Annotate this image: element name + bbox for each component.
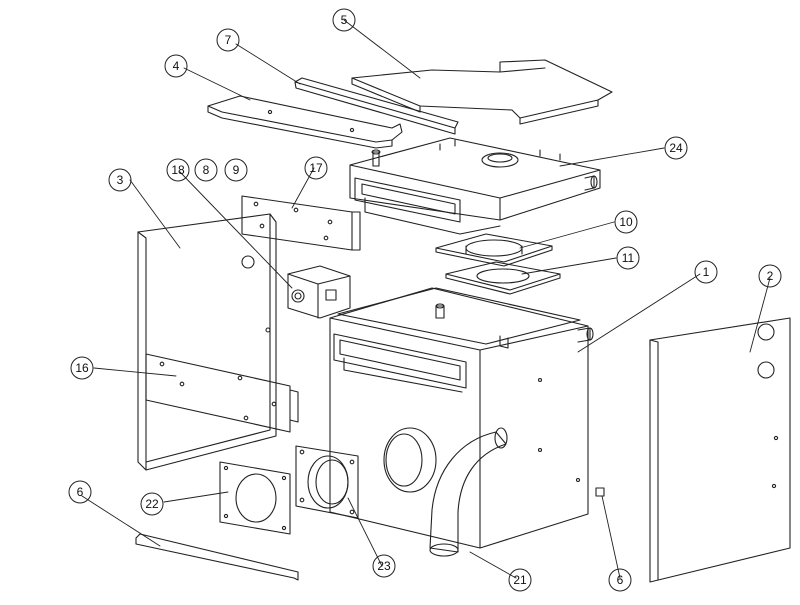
callout-label-2: 2	[767, 269, 774, 283]
callout-16	[70, 356, 94, 380]
callout-label-22: 22	[145, 497, 159, 511]
leader-lines	[81, 19, 771, 579]
callout-label-6-right: 6	[617, 573, 624, 587]
callout-8	[194, 158, 218, 182]
part-5-top-cover	[351, 59, 613, 125]
callout-label-9: 9	[233, 163, 240, 177]
part-10-gasket	[435, 233, 553, 267]
callout-label-8: 8	[203, 163, 210, 177]
part-7-bar	[294, 77, 459, 135]
callout-label-16: 16	[75, 361, 89, 375]
part-1-boiler-body	[329, 287, 594, 549]
part-16-plate	[145, 353, 299, 433]
callout-label-4: 4	[173, 59, 180, 73]
part-17-plate	[241, 195, 361, 251]
callout-bubbles	[68, 8, 782, 592]
callout-label-21: 21	[513, 573, 527, 587]
callout-labels: 5 7 4 24 18 8 9 17 3 10 11 1 2 16 6 22 2…	[75, 13, 773, 587]
part-11-flange-plate	[445, 261, 561, 295]
callout-10	[614, 210, 638, 234]
part-6-strap-left	[135, 533, 299, 581]
callout-24	[664, 136, 688, 160]
callout-2	[758, 264, 782, 288]
callout-label-24: 24	[669, 141, 683, 155]
part-22-gasket-plate	[219, 461, 291, 535]
part-3-left-panel	[137, 213, 277, 471]
callout-label-3: 3	[117, 173, 124, 187]
callout-label-17: 17	[309, 161, 323, 175]
callout-9	[224, 158, 248, 182]
part-21-flue-pipe	[429, 427, 508, 557]
callout-17	[304, 156, 328, 180]
callout-5	[332, 8, 356, 32]
part-24-heat-exchanger	[349, 137, 601, 235]
callout-4	[164, 54, 188, 78]
callout-label-10: 10	[619, 215, 633, 229]
callout-21	[508, 568, 532, 592]
callout-3	[108, 168, 132, 192]
callout-label-18: 18	[171, 163, 185, 177]
callout-6-right	[608, 568, 632, 592]
part-4-channel-bracket	[207, 95, 403, 149]
callout-1	[694, 260, 718, 284]
part-18-control-box	[287, 265, 351, 319]
callout-label-23: 23	[377, 559, 391, 573]
part-23-flange	[295, 445, 359, 519]
callout-label-5: 5	[341, 13, 348, 27]
callout-label-6-left: 6	[77, 485, 84, 499]
callout-label-7: 7	[225, 33, 232, 47]
callout-label-1: 1	[703, 265, 710, 279]
callout-22	[140, 492, 164, 516]
callout-18	[166, 158, 190, 182]
callout-11	[616, 246, 640, 270]
callout-6-left	[68, 480, 92, 504]
callout-23	[372, 554, 396, 578]
callout-7	[216, 28, 240, 52]
callout-label-11: 11	[622, 251, 635, 265]
part-6-bracket-right	[595, 487, 605, 497]
part-2-right-panel	[649, 317, 791, 583]
